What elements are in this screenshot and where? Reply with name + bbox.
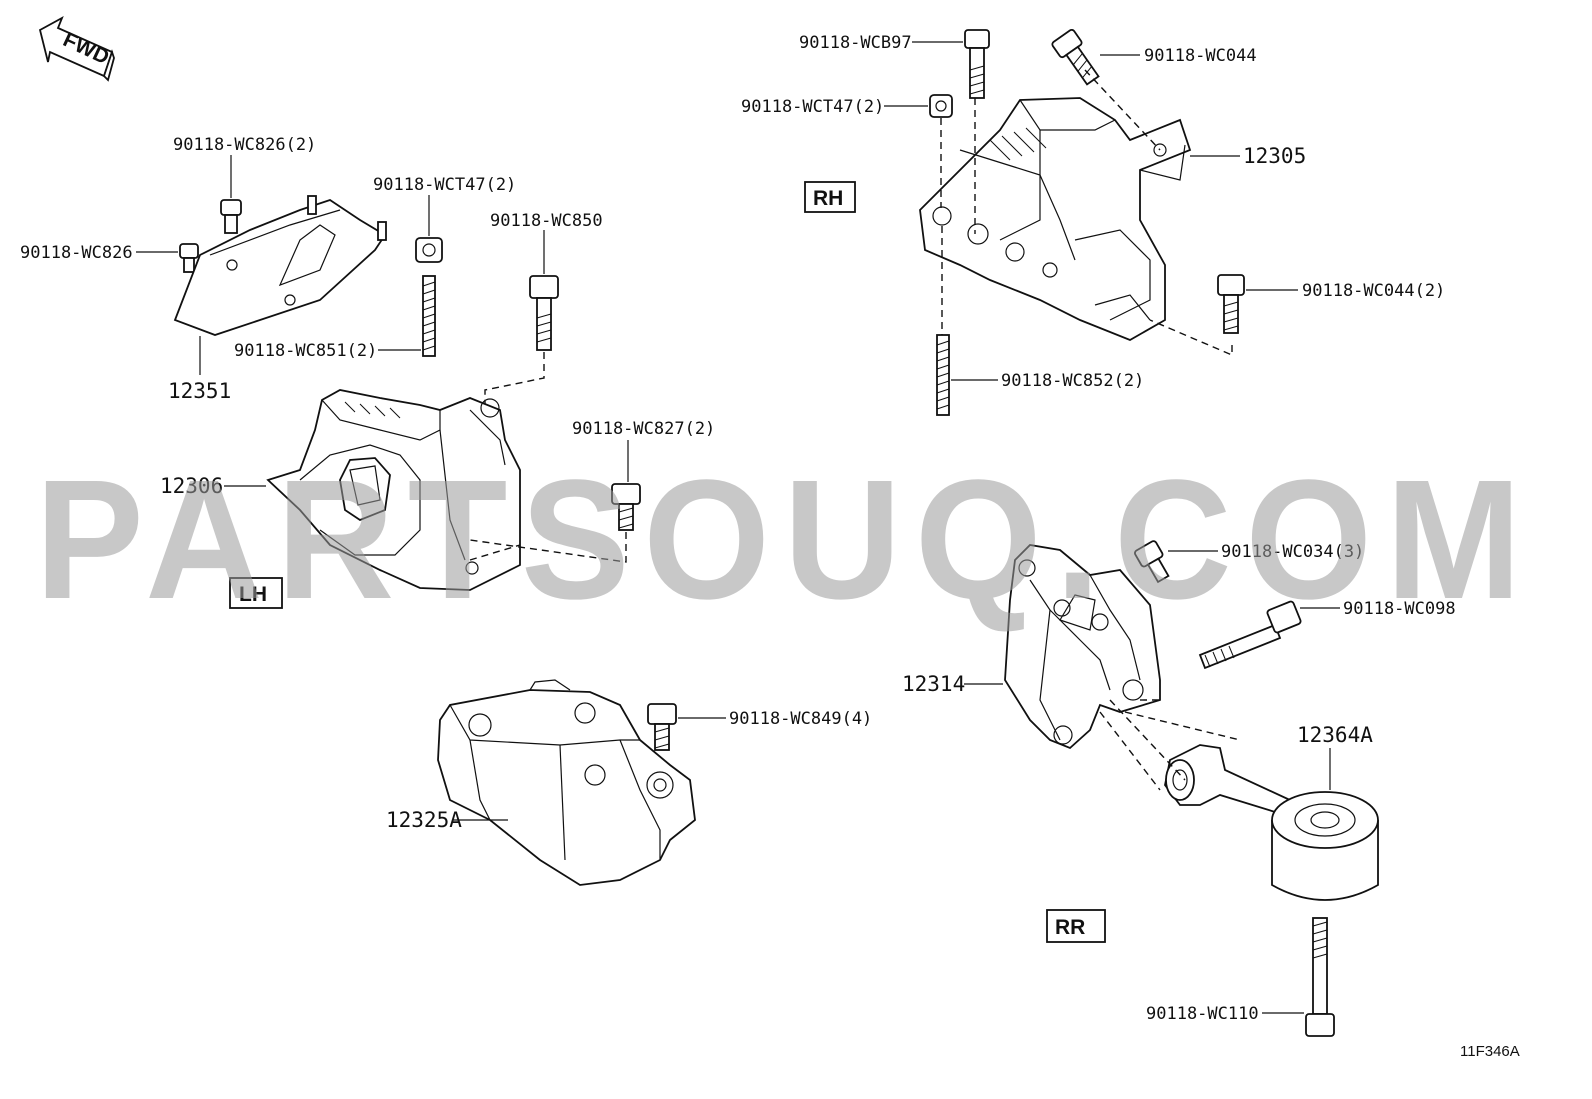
bolt-wc044-2-icon [1217,274,1245,334]
rr-section: RR 90118-WC034(3) 90118-WC098 [902,540,1456,1037]
callout-wc110: 90118-WC110 [1146,1004,1259,1024]
bracket-12351-icon [173,195,387,336]
bolt-wcb97-icon [964,29,990,99]
stud-wc852-icon [936,334,950,416]
mount-12325a-icon [437,679,696,886]
callout-12351: 12351 [168,379,231,403]
callout-wc034: 90118-WC034(3) [1221,542,1364,562]
bolt-wc110-icon [1305,917,1335,1037]
callout-wc826: 90118-WC826 [20,243,133,263]
callout-12305: 12305 [1243,144,1306,168]
callout-wct47-rh: 90118-WCT47(2) [741,97,884,117]
callout-wc849: 90118-WC849(4) [729,709,872,729]
callout-12325a: 12325A [386,808,462,832]
rh-section: RH 90118-WCB97 90118-WC044 90118-WCT47(2… [741,28,1445,416]
mount-12306-icon [266,389,521,591]
callout-12364a: 12364A [1297,723,1373,747]
stud-wc851-icon [422,275,436,357]
bolt-wc044-icon [1051,28,1100,86]
bolt-wc034-icon [1134,540,1170,584]
callout-wc827: 90118-WC827(2) [572,419,715,439]
center-lower-section: 12325A 90118-WC849(4) [386,679,872,886]
callout-12314: 12314 [902,672,965,696]
lh-label: LH [239,583,267,606]
callout-12306: 12306 [160,474,223,498]
callout-wc850: 90118-WC850 [490,211,603,231]
callout-wct47-lh: 90118-WCT47(2) [373,175,516,195]
bolt-wc850-icon [529,275,559,351]
bolt-wc849-icon [647,703,677,751]
watermark-text: PARTSOUQ.COM [35,445,1535,635]
rh-label: RH [813,187,843,210]
callout-wc826-2: 90118-WC826(2) [173,135,316,155]
bracket-12314-icon [1004,544,1161,750]
nut-wct47-rh-icon [929,94,953,118]
callout-wc044: 90118-WC044 [1144,46,1257,66]
reference-code: 11F346A [1460,1043,1520,1060]
bolt-wc826-icon [179,243,199,273]
fwd-arrow-icon: FWD [38,16,115,82]
bolt-wc098-icon [1198,600,1302,670]
callout-wc851: 90118-WC851(2) [234,341,377,361]
lh-section: LH 90118-WC826(2) 90118-WC826 12351 [20,135,715,609]
bolt-wc827-icon [611,483,641,531]
bolt-wc826-2-icon [220,199,242,234]
mount-12305-icon [919,97,1192,341]
callout-wcb97: 90118-WCB97 [799,33,912,53]
callout-wc852: 90118-WC852(2) [1001,371,1144,391]
rod-12364a-icon [1164,744,1379,901]
nut-wct47-lh-icon [415,237,443,263]
callout-wc098: 90118-WC098 [1343,599,1456,619]
rr-label: RR [1055,916,1085,939]
callout-wc044-2: 90118-WC044(2) [1302,281,1445,301]
